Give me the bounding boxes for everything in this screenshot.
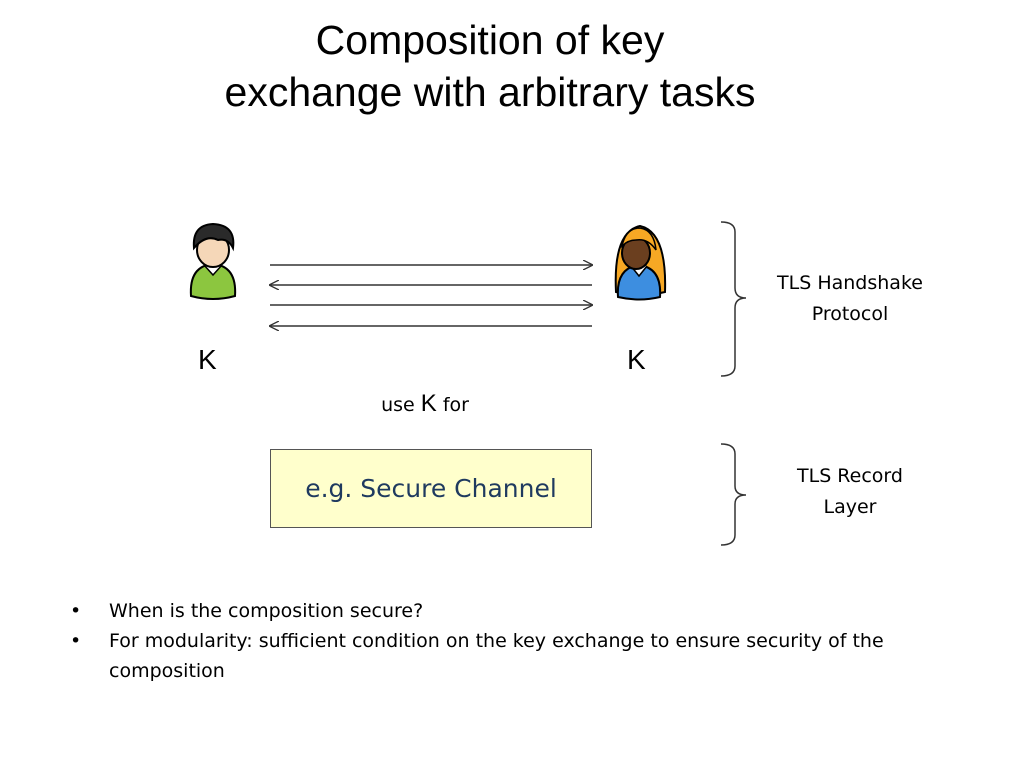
record-layer-label: TLS Record Layer: [750, 461, 950, 523]
secure-channel-box: e.g. Secure Channel: [270, 449, 592, 528]
handshake-label-line-2: Protocol: [811, 303, 889, 325]
secure-channel-label: e.g. Secure Channel: [305, 474, 557, 503]
male-user-icon: [189, 222, 237, 300]
use-key-caption: use K for: [360, 390, 490, 418]
bullet-text: For modularity: sufficient condition on …: [109, 630, 884, 682]
right-key-label: K: [627, 344, 646, 375]
handshake-label-line-1: TLS Handshake: [777, 272, 923, 294]
handshake-brace: [720, 221, 747, 377]
bullet-item: • For modularity: sufficient condition o…: [70, 626, 990, 686]
bullet-text: When is the composition secure?: [109, 600, 424, 622]
handshake-label: TLS Handshake Protocol: [750, 268, 950, 330]
bullet-dot: •: [70, 600, 82, 622]
record-brace: [720, 443, 747, 546]
use-key-symbol: K: [420, 390, 437, 417]
use-key-suffix: for: [442, 394, 469, 416]
record-label-line-1: TLS Record: [797, 465, 903, 487]
female-user-icon: [614, 224, 667, 301]
slide-title-line-2: exchange with arbitrary tasks: [224, 69, 756, 115]
slide-title: Composition of key exchange with arbitra…: [0, 14, 980, 118]
left-key-label: K: [198, 344, 217, 375]
record-label-line-2: Layer: [823, 496, 877, 518]
bullet-dot: •: [70, 630, 82, 652]
bullet-list: • When is the composition secure? • For …: [70, 596, 990, 686]
use-key-prefix: use: [381, 394, 415, 416]
bullet-item: • When is the composition secure?: [70, 596, 990, 626]
slide-title-line-1: Composition of key: [315, 17, 665, 63]
